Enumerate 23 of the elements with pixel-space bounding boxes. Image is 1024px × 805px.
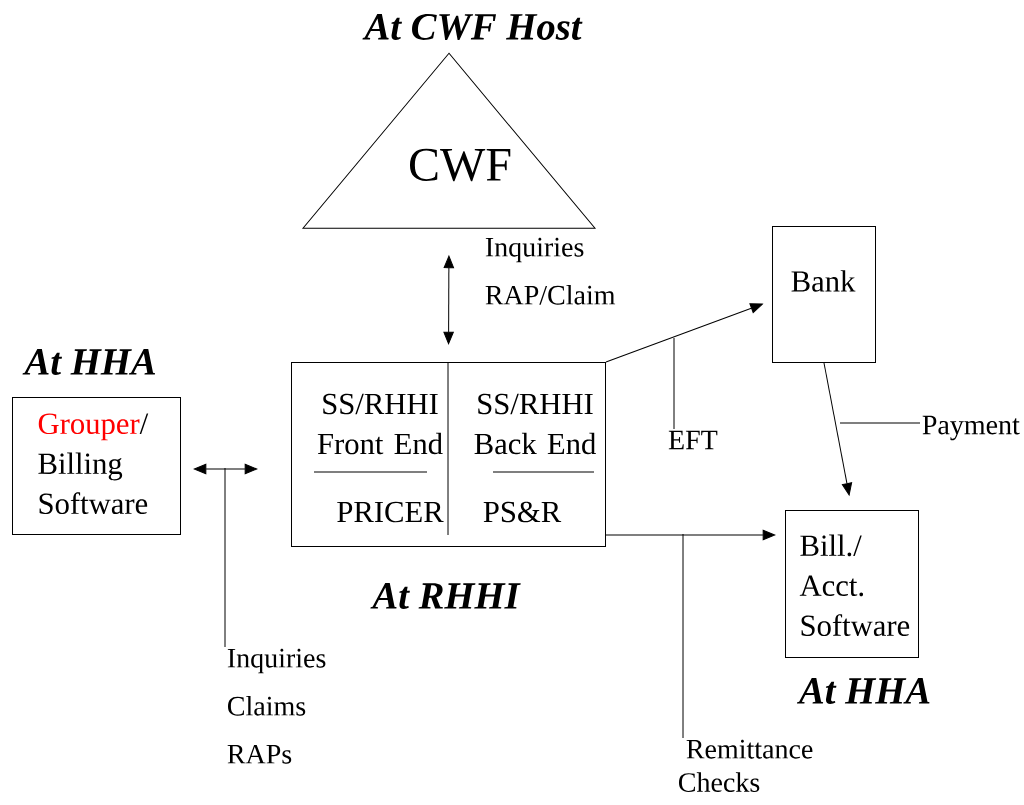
split-box: SS/RHHI Front End PRICER SS/RHHI Back End PS&R [291,361,606,547]
label-text: Payment [922,415,1020,441]
process-box: Bank [772,226,876,363]
arrow [443,255,455,345]
heading: At HHA [796,678,930,704]
arrow [605,529,776,541]
heading: At RHHI [370,583,521,609]
process-box: Grouper/ Billing Software [12,397,181,535]
leader-line [839,422,921,424]
arrow [193,463,258,475]
process-box: Bill./ Acct. Software [785,510,919,658]
leader-line [673,337,675,430]
triangle: CWF [302,52,596,229]
heading: At CWF Host [362,13,583,41]
label-text: Remittance Checks [679,739,813,792]
arrow [823,362,853,496]
arrow [605,303,763,363]
leader-line [682,533,684,739]
label-text: Inquiries Claims RAPs [227,648,326,764]
label-text: EFT [668,430,718,450]
leader-line [224,467,226,648]
edge-label: Inquiries RAP/Claim [483,236,627,306]
heading: At HHA [22,349,156,375]
